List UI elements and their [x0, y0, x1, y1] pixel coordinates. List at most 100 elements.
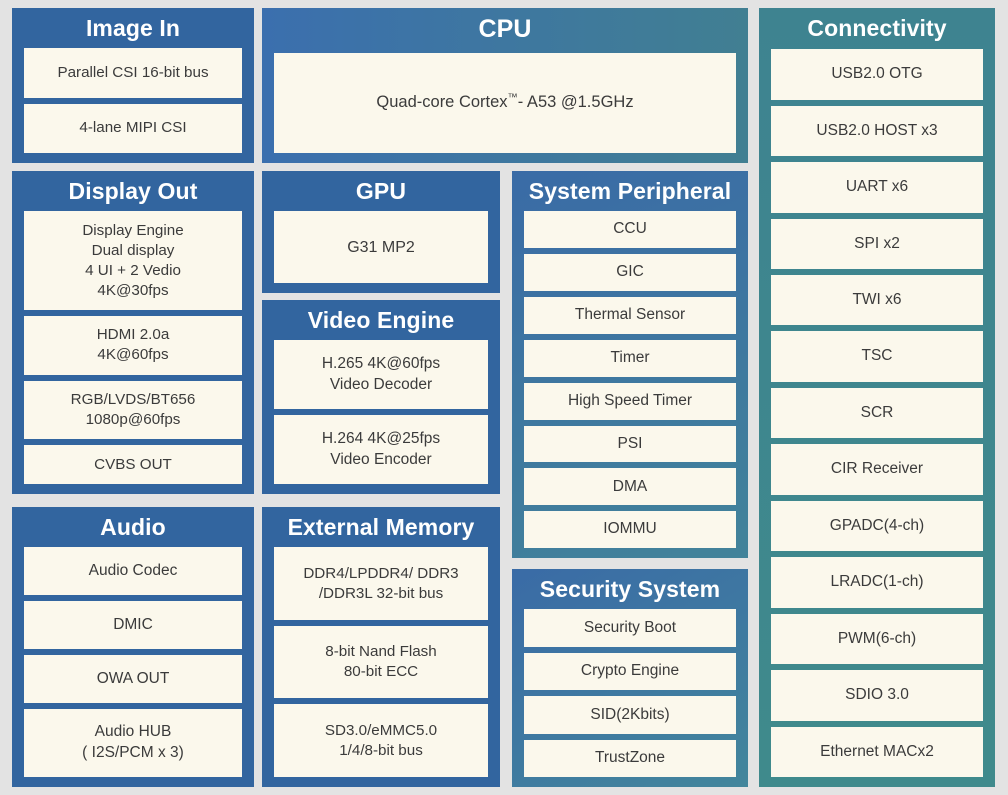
block-item-line: USB2.0 HOST x3	[816, 121, 938, 139]
block-item-line: Crypto Engine	[580, 662, 680, 680]
block-item-line: H.264 4K@25fps	[321, 430, 441, 448]
block-item: Thermal Sensor	[524, 296, 736, 334]
block-item-line: HDMI 2.0a	[96, 326, 170, 344]
block-item-line: DDR4/LPDDR4/ DDR3	[303, 564, 459, 582]
block-item: SDIO 3.0	[771, 670, 983, 721]
block-item: Audio Codec	[24, 547, 242, 596]
block-item-line: ( I2S/PCM x 3)	[82, 743, 184, 761]
block-item-line: 1/4/8-bit bus	[339, 741, 423, 759]
block-item-line: Video Decoder	[329, 375, 433, 393]
block-item: GPADC(4-ch)	[771, 500, 983, 552]
block-item-line: 80-bit ECC	[343, 663, 419, 681]
block-item-line: SCR	[860, 403, 894, 421]
block-item-line: CVBS OUT	[94, 455, 172, 473]
panel-title-display-out: Display Out	[68, 178, 198, 204]
block-item: TWI x6	[771, 275, 983, 326]
block-item: SID(2Kbits)	[524, 696, 736, 734]
block-item-line: GIC	[616, 263, 644, 281]
panel-title-gpu: GPU	[355, 178, 407, 204]
block-item: CIR Receiver	[771, 444, 983, 495]
block-item: Security Boot	[524, 609, 736, 647]
block-item: Crypto Engine	[524, 652, 736, 691]
panel-items-connectivity: USB2.0 OTG USB2.0 HOST x3 UART x6 SPI x2 TWI…	[771, 49, 983, 777]
block-item-line: RGB/LVDS/BT656	[70, 391, 196, 408]
panel-items-gpu: G31 MP2	[274, 211, 488, 283]
block-item-line: CCU	[613, 220, 647, 238]
panel-title-cpu: CPU	[478, 15, 532, 43]
block-item-line: PSI	[617, 434, 643, 452]
block-item-line: 4-lane MIPI CSI	[79, 119, 187, 137]
block-item-line: High Speed Timer	[567, 391, 693, 409]
block-item: G31 MP2	[274, 211, 488, 283]
block-item: IOMMU	[524, 511, 736, 549]
block-item-line: 4K@30fps	[97, 281, 169, 299]
block-item: Parallel CSI 16-bit bus	[24, 48, 242, 98]
block-item-line: 8-bit Nand Flash	[325, 643, 437, 661]
block-item: HDMI 2.0a 4K@60fps	[24, 316, 242, 375]
block-item: TrustZone	[524, 739, 736, 777]
block-item-line: UART x6	[845, 178, 909, 196]
block-item: DMA	[524, 468, 736, 506]
block-item-line: Parallel CSI 16-bit bus	[57, 63, 209, 81]
block-item: DMIC	[24, 601, 242, 649]
panel-title-image-in: Image In	[85, 15, 181, 41]
block-item: DDR4/LPDDR4/ DDR3/DDR3L 32-bit bus	[274, 547, 488, 620]
block-item-line: H.265 4K@60fps	[321, 355, 441, 373]
block-item-line: DMA	[612, 477, 648, 495]
block-item-line: SPI x2	[854, 234, 900, 252]
trademark-symbol: ™	[507, 92, 518, 104]
block-item: LRADC(1-ch)	[771, 557, 983, 608]
block-item-line: Ethernet MACx2	[820, 742, 934, 760]
panel-gpu: GPU G31 MP2	[262, 171, 500, 293]
panel-title-audio: Audio	[100, 514, 166, 540]
block-item: TSC	[771, 331, 983, 382]
block-item-line: Audio Codec	[88, 561, 178, 579]
block-item: USB2.0 HOST x3	[771, 105, 983, 157]
block-item: RGB/LVDS/BT656 1080p@60fps	[24, 380, 242, 440]
block-item: High Speed Timer	[524, 382, 736, 420]
block-item: Ethernet MACx2	[771, 726, 983, 777]
block-item: PSI	[524, 425, 736, 463]
block-item: SD3.0/eMMC5.0 1/4/8-bit bus	[274, 704, 488, 777]
block-item-line: TrustZone	[594, 749, 666, 767]
panel-items-cpu: Quad-core Cortex™- A53 @1.5GHz	[274, 52, 736, 153]
block-item: Timer	[524, 339, 736, 377]
block-item-line: Quad-core Cortex™- A53 @1.5GHz	[376, 92, 634, 111]
block-item: USB2.0 OTG	[771, 49, 983, 100]
block-item-line: TSC	[861, 347, 893, 365]
block-item: Audio HUB ( I2S/PCM x 3)	[24, 708, 242, 777]
block-item: 4-lane MIPI CSI	[24, 103, 242, 154]
block-item-line: Thermal Sensor	[574, 306, 686, 324]
panel-cpu: CPU Quad-core Cortex™- A53 @1.5GHz	[262, 8, 748, 163]
block-item-line: Display Engine	[82, 221, 184, 239]
block-item-line: Security Boot	[583, 618, 677, 636]
block-item-line: G31 MP2	[347, 238, 415, 256]
block-item-line: GPADC(4-ch)	[829, 516, 925, 534]
block-item-line: SD3.0/eMMC5.0	[324, 721, 438, 739]
block-item-line: Audio HUB	[94, 723, 172, 741]
block-item-line: 1080p@60fps	[85, 411, 181, 429]
block-item: CCU	[524, 211, 736, 249]
block-item-line: DMIC	[113, 615, 153, 633]
block-item-line: 4 UI + 2 Vedio	[85, 261, 181, 279]
panel-items-image-in: Parallel CSI 16-bit bus 4-lane MIPI CSI	[24, 48, 242, 154]
panel-title-external-memory: External Memory	[287, 514, 475, 540]
panel-title-system-peripheral: System Peripheral	[528, 178, 732, 204]
block-item-line: 4K@60fps	[97, 346, 169, 364]
block-item-line: Timer	[610, 349, 650, 367]
block-item: 8-bit Nand Flash 80-bit ECC	[274, 625, 488, 699]
block-item-line: USB2.0 OTG	[831, 65, 923, 83]
block-item-line: LRADC(1-ch)	[830, 573, 924, 591]
